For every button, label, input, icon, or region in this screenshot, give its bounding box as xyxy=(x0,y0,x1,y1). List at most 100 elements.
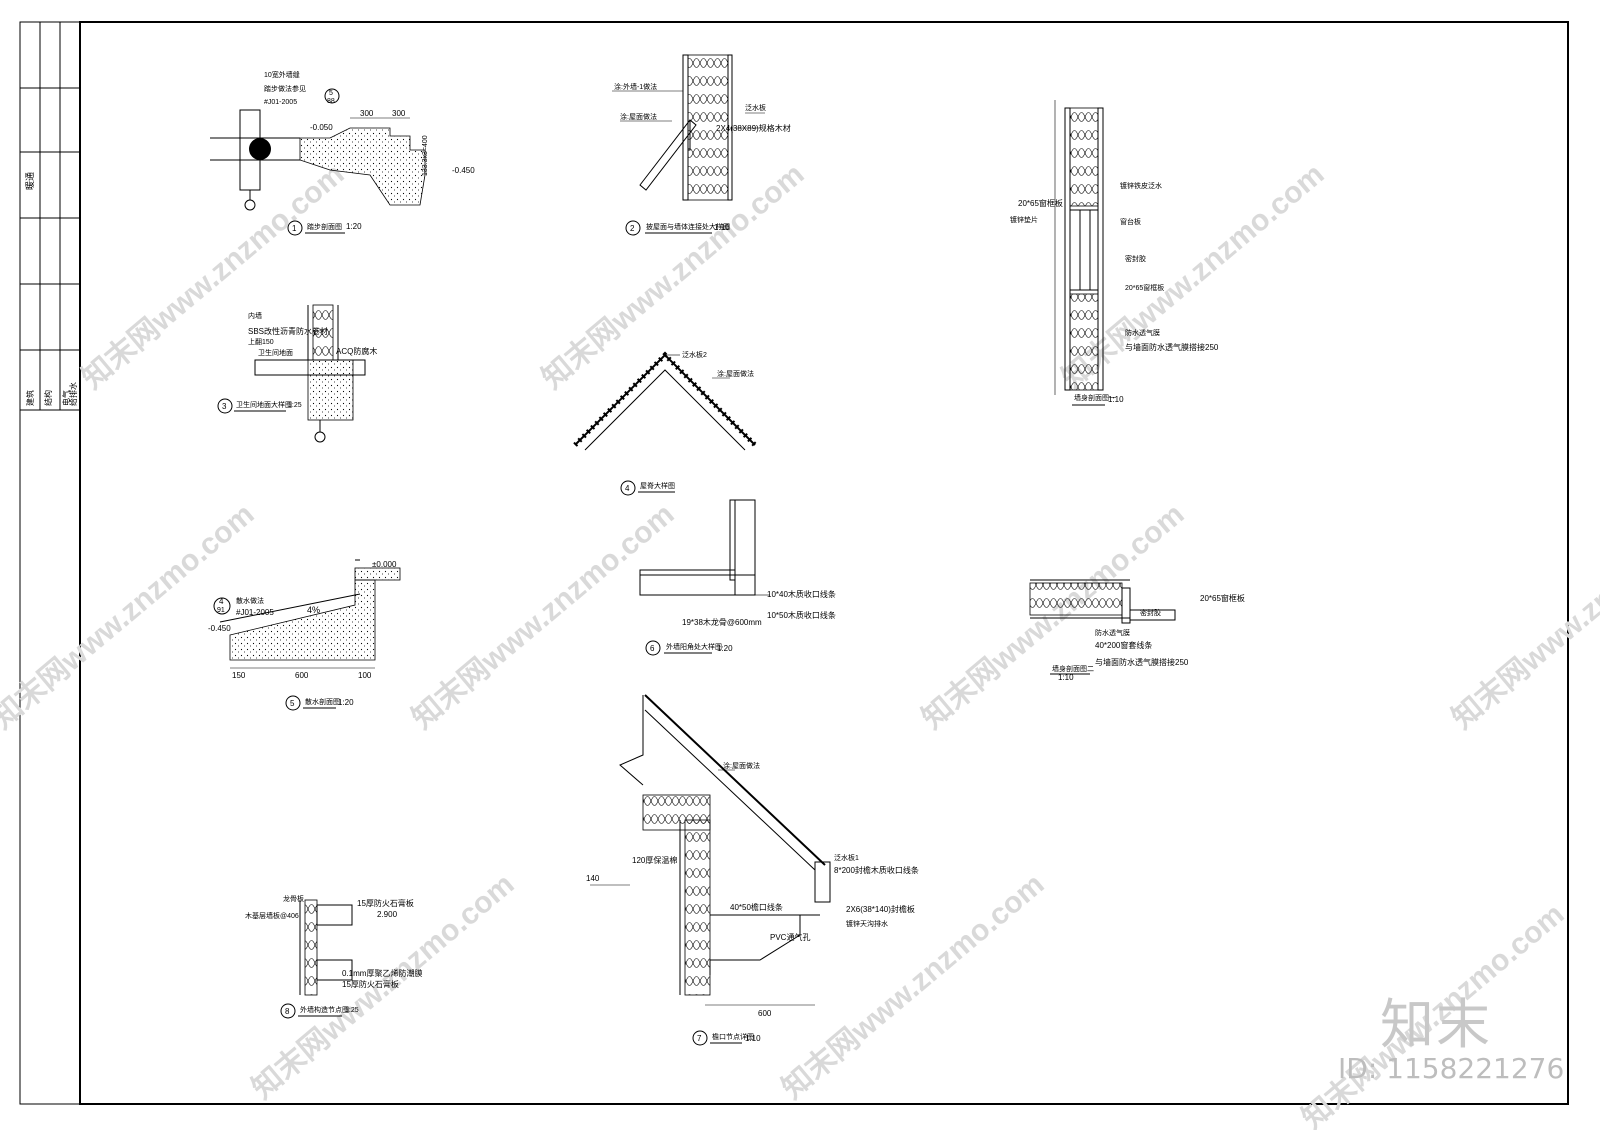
detail-1-scale: 1:20 xyxy=(346,222,362,231)
svg-text:-0.450: -0.450 xyxy=(208,624,231,633)
wall-section-1-label: 墙身剖面图一 xyxy=(1074,393,1116,402)
svg-text:镀锌铁皮泛水: 镀锌铁皮泛水 xyxy=(1120,181,1162,190)
svg-text:4%: 4% xyxy=(307,605,320,615)
detail-4-ridge: 泛水板2 涂:屋面做法 4 屋脊大样图 xyxy=(573,350,757,496)
title-row-1: 建筑 xyxy=(25,390,35,406)
detail-8-label: 外墙构造节点图 xyxy=(300,1005,349,1014)
svg-text:涂:外墙-1做法: 涂:外墙-1做法 xyxy=(614,82,657,91)
svg-text:20*65窗框板: 20*65窗框板 xyxy=(1125,283,1164,292)
title-row-4: 给排水 xyxy=(68,382,78,406)
detail-3-bathroom-floor: 内墙 SBS改性沥青防水卷材 上翻150 卫生间地面 ACQ防腐木 3 卫生间地… xyxy=(217,304,377,443)
detail-5-scale: 1:20 xyxy=(338,698,354,707)
detail-6-scale: 1:20 xyxy=(717,644,733,653)
watermark-id: ID: 1158221276 xyxy=(1338,1052,1565,1085)
svg-text:防水透气膜: 防水透气膜 xyxy=(1095,628,1130,637)
svg-text:2X4(38X89)规格木材: 2X4(38X89)规格木材 xyxy=(716,123,791,133)
inner-frame xyxy=(79,21,1569,1105)
svg-text:防水透气膜: 防水透气膜 xyxy=(1125,328,1160,337)
svg-text:0.1mm厚聚乙烯防潮膜: 0.1mm厚聚乙烯防潮膜 xyxy=(342,968,422,978)
svg-text:10宽外墙缝: 10宽外墙缝 xyxy=(264,70,300,79)
svg-text:与墙面防水透气膜搭接250: 与墙面防水透气膜搭接250 xyxy=(1125,342,1219,352)
svg-text:窗台板: 窗台板 xyxy=(1120,217,1141,226)
svg-text:300: 300 xyxy=(360,109,374,118)
svg-text:133.3x3=400: 133.3x3=400 xyxy=(422,135,429,176)
svg-text:300: 300 xyxy=(392,109,406,118)
detail-2-number: 2 xyxy=(630,224,635,233)
svg-text:10*50木质收口线条: 10*50木质收口线条 xyxy=(767,610,836,620)
detail-7-label: 檐口节点详图 xyxy=(712,1032,754,1041)
detail-6-label: 外墙阳角处大样图 xyxy=(666,642,722,651)
svg-text:-0.050: -0.050 xyxy=(310,123,333,132)
svg-text:#J01-2005: #J01-2005 xyxy=(264,99,297,106)
svg-text:20*65窗框板: 20*65窗框板 xyxy=(1200,593,1245,603)
svg-text:15厚防火石膏板: 15厚防火石膏板 xyxy=(357,898,414,908)
wall-section-2-label: 墙身剖面图二 xyxy=(1052,664,1094,673)
svg-text:泛水板2: 泛水板2 xyxy=(682,350,707,359)
svg-text:-0.450: -0.450 xyxy=(452,166,475,175)
detail-4-label: 屋脊大样图 xyxy=(640,481,675,490)
detail-2-label: 披屋面与墙体连接处大样图 xyxy=(646,222,730,231)
svg-text:5: 5 xyxy=(329,90,333,97)
svg-text:涂:屋面做法: 涂:屋面做法 xyxy=(723,761,760,770)
detail-4-number: 4 xyxy=(625,484,630,493)
detail-5-apron: ±0.000 -0.450 4% 150 600 100 4 91 散水做法 #… xyxy=(208,559,401,711)
svg-text:知末网www.znzmo.com: 知末网www.znzmo.com xyxy=(776,868,1050,1106)
svg-text:600: 600 xyxy=(758,1009,772,1018)
detail-5-number: 5 xyxy=(290,699,295,708)
svg-text:2X6(38*140)封檐板: 2X6(38*140)封檐板 xyxy=(846,904,915,914)
detail-3-number: 3 xyxy=(222,402,227,411)
detail-7-eave: 140 600 涂:屋面做法 泛水板1 8*200封檐木质收口线条 2X6(38… xyxy=(586,694,919,1046)
detail-3-label: 卫生间地面大样图 xyxy=(236,400,292,409)
detail-2-roof-wall: 涂:外墙-1做法 泛水板 涂:屋面做法 2X4(38X89)规格木材 2 披屋面… xyxy=(612,54,791,236)
svg-text:40*200窗套线条: 40*200窗套线条 xyxy=(1095,640,1152,650)
svg-text:上翻150: 上翻150 xyxy=(248,337,274,346)
svg-text:涂:屋面做法: 涂:屋面做法 xyxy=(717,369,754,378)
svg-text:与墙面防水透气膜搭接250: 与墙面防水透气膜搭接250 xyxy=(1095,657,1189,667)
svg-text:PVC通气孔: PVC通气孔 xyxy=(770,932,810,942)
svg-text:踏步做法参见: 踏步做法参见 xyxy=(264,84,306,93)
svg-text:10*40木质收口线条: 10*40木质收口线条 xyxy=(767,589,836,599)
svg-text:龙骨板: 龙骨板 xyxy=(283,894,304,903)
wall-section-2-scale: 1:10 xyxy=(1058,673,1074,682)
svg-text:20*65窗框板: 20*65窗框板 xyxy=(1018,198,1063,208)
detail-8-wall-node: 龙骨板 木基层墙板@406 15厚防火石膏板 2.900 0.1mm厚聚乙烯防潮… xyxy=(245,894,422,1019)
svg-text:知末网www.znzmo.com: 知末网www.znzmo.com xyxy=(0,498,260,736)
svg-text:91: 91 xyxy=(217,607,225,614)
title-row-3: 电气 xyxy=(61,390,71,406)
detail-1-label: 踏步剖面图 xyxy=(307,222,342,231)
svg-text:120厚保温棉: 120厚保温棉 xyxy=(632,855,677,865)
svg-text:泛水板: 泛水板 xyxy=(745,103,766,112)
svg-text:知末网www.znzmo.com: 知末网www.znzmo.com xyxy=(536,158,810,396)
wall-section-2: 20*65窗框板 密封胶 防水透气膜 40*200窗套线条 与墙面防水透气膜搭接… xyxy=(1029,579,1245,682)
svg-text:±0.000: ±0.000 xyxy=(372,560,397,569)
svg-text:密封胶: 密封胶 xyxy=(1140,608,1161,617)
svg-text:15厚防火石膏板: 15厚防火石膏板 xyxy=(342,979,399,989)
svg-text:8*200封檐木质收口线条: 8*200封檐木质收口线条 xyxy=(834,865,919,875)
detail-8-number: 8 xyxy=(285,1007,290,1016)
svg-text:内墙: 内墙 xyxy=(248,311,262,320)
svg-text:ACQ防腐木: ACQ防腐木 xyxy=(336,346,377,356)
svg-text:100: 100 xyxy=(358,671,372,680)
svg-text:88: 88 xyxy=(327,98,335,105)
svg-text:镀锌垫片: 镀锌垫片 xyxy=(1010,215,1038,224)
svg-text:SBS改性沥青防水卷材: SBS改性沥青防水卷材 xyxy=(248,326,328,336)
svg-text:#J01-2005: #J01-2005 xyxy=(236,608,274,617)
svg-text:木基层墙板@406: 木基层墙板@406 xyxy=(245,911,299,920)
wall-section-1: 镀锌铁皮泛水 20*65窗框板 镀锌垫片 窗台板 密封胶 20*65窗框板 防水… xyxy=(1010,100,1219,406)
detail-2-scale: 1:10 xyxy=(714,223,730,232)
detail-1-steps: 300 300 -0.050 -0.450 133.3x3=400 10宽外墙缝… xyxy=(210,70,475,236)
detail-3-scale: 1:25 xyxy=(288,402,302,409)
svg-text:泛水板1: 泛水板1 xyxy=(834,853,859,862)
detail-6-corner: 10*40木质收口线条 10*50木质收口线条 19*38木龙骨@600mm 6… xyxy=(639,499,836,656)
svg-text:镀锌天沟排水: 镀锌天沟排水 xyxy=(846,919,888,928)
detail-5-label: 散水剖面图 xyxy=(305,697,340,706)
detail-7-scale: 1:10 xyxy=(745,1034,761,1043)
svg-text:卫生间地面: 卫生间地面 xyxy=(258,348,293,357)
svg-text:40*50檐口线条: 40*50檐口线条 xyxy=(730,902,783,912)
svg-text:19*38木龙骨@600mm: 19*38木龙骨@600mm xyxy=(682,617,762,627)
detail-1-number: 1 xyxy=(292,224,297,233)
detail-8-scale: 1:25 xyxy=(345,1007,359,1014)
svg-text:4: 4 xyxy=(219,597,224,606)
svg-text:150: 150 xyxy=(232,671,246,680)
stamp-label: 暖通 xyxy=(24,172,35,190)
